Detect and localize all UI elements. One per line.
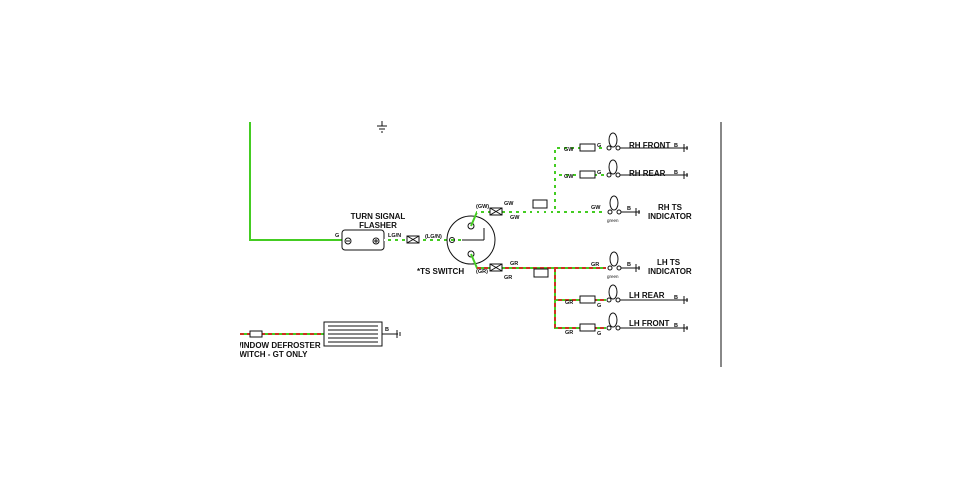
flasher-title-2: FLASHER (359, 221, 397, 230)
flasher-title: TURN SIGNAL (351, 212, 406, 221)
lh-front-code-b: B (674, 323, 678, 329)
lh-ts-label: LH TS (657, 258, 681, 267)
rh-ts-code-b: B (627, 206, 631, 212)
defroster-label-2: SWITCH - GT ONLY (234, 350, 308, 359)
ts-switch-label: *TS SWITCH (417, 267, 464, 276)
lh-ts-label-2: INDICATOR (648, 267, 692, 276)
rh-ts-code-gw: GW (591, 205, 601, 211)
lh-front-lamp (579, 312, 688, 332)
switch-wire-code-gr: (GR) (476, 269, 488, 275)
flasher-wire-code-g: G (335, 233, 339, 239)
gw-code-1: GW (504, 201, 514, 207)
gr-code-2: GR (504, 275, 512, 281)
feed-wire (249, 122, 342, 241)
lh-ts-code-gr: GR (591, 262, 599, 268)
lh-ts-indicator-lamp (607, 251, 640, 272)
lh-ts-green-note: green (607, 274, 619, 279)
lh-rear-code-gr: GR (565, 300, 573, 306)
rh-front-lamp (579, 132, 688, 152)
lh-front-code-gr: GR (565, 330, 573, 336)
switch-wire-code-lgn: (LG/N) (425, 234, 442, 240)
rh-ts-green-note: green (607, 218, 619, 223)
connector-gr (489, 263, 503, 272)
lh-ts-code-b: B (627, 262, 631, 268)
rh-rear-label: RH REAR (629, 169, 666, 178)
defroster-label: WINDOW DEFROSTER (234, 341, 321, 350)
lh-rear-lamp (579, 284, 688, 304)
rh-front-code-gw: GW (564, 147, 574, 153)
flasher-wire-code-lgn: LG/N (388, 233, 401, 239)
defroster-code-b: B (385, 327, 389, 333)
gw-code-2: GW (510, 215, 520, 221)
rh-ts-indicator-lamp (607, 195, 640, 216)
defroster-inline-fuse (249, 330, 263, 338)
rh-rear-code-gw: GW (564, 174, 574, 180)
splice-gw (532, 199, 548, 209)
rh-ts-label-2: INDICATOR (648, 212, 692, 221)
lh-front-code-g: G (597, 331, 601, 337)
rh-front-code-b: B (674, 143, 678, 149)
rh-rear-code-g: G (597, 170, 601, 176)
rh-rear-code-b: B (674, 170, 678, 176)
lh-rear-code-b: B (674, 295, 678, 301)
rh-rear-lamp (579, 159, 688, 179)
splice-gr (533, 268, 549, 278)
lh-rear-label: LH REAR (629, 291, 665, 300)
connector-lgn (406, 235, 420, 244)
switch-wire-code-gw: (GW) (476, 204, 489, 210)
defroster-grid (323, 321, 401, 347)
rh-ts-label: RH TS (658, 203, 683, 212)
ts-switch (446, 215, 496, 265)
lh-rear-code-g: G (597, 303, 601, 309)
ground-symbol-icon (377, 121, 387, 133)
rh-front-label: RH FRONT (629, 141, 670, 150)
lh-front-label: LH FRONT (629, 319, 670, 328)
rh-front-code-g: G (597, 143, 601, 149)
connector-gw (489, 207, 503, 216)
turn-signal-flasher (341, 229, 385, 251)
gr-code-1: GR (510, 261, 518, 267)
